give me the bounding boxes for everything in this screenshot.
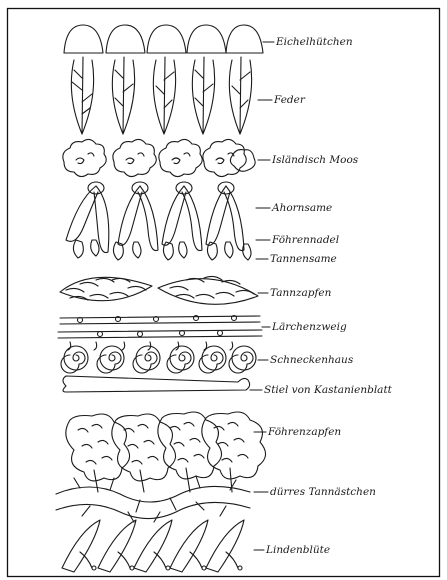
chestnut-stem xyxy=(63,376,250,392)
label-laerchenzweig: Lärchenzweig xyxy=(272,321,347,333)
label-stiel-kastanienblatt: Stiel von Kastanienblatt xyxy=(264,384,392,396)
dry-twigs xyxy=(56,476,250,522)
label-islaendisch-moos: Isländisch Moos xyxy=(272,154,358,166)
feathers-row xyxy=(71,57,251,134)
label-lindenbluete: Lindenblüte xyxy=(266,544,330,556)
label-duerres-tannaestchen: dürres Tannästchen xyxy=(270,486,376,498)
fir-cones-row xyxy=(60,276,258,304)
label-tannzapfen: Tannzapfen xyxy=(270,287,331,299)
acorn-caps-row xyxy=(64,25,263,53)
larch-twigs xyxy=(58,316,262,351)
moss-row xyxy=(63,139,255,176)
snail-shells-row xyxy=(61,346,256,373)
label-foehrenzapfen: Föhrenzapfen xyxy=(268,426,341,438)
label-ahornsame: Ahornsame xyxy=(272,202,332,214)
linden-blossoms xyxy=(62,520,244,572)
label-foehrennadel: Föhrennadel xyxy=(272,234,339,246)
maple-seeds-row xyxy=(66,182,244,253)
label-schneckenhaus: Schneckenhaus xyxy=(270,354,353,366)
label-feder: Feder xyxy=(274,94,305,106)
label-tannensame: Tannensame xyxy=(270,253,337,265)
label-eichelhuetchen: Eichelhütchen xyxy=(276,36,353,48)
